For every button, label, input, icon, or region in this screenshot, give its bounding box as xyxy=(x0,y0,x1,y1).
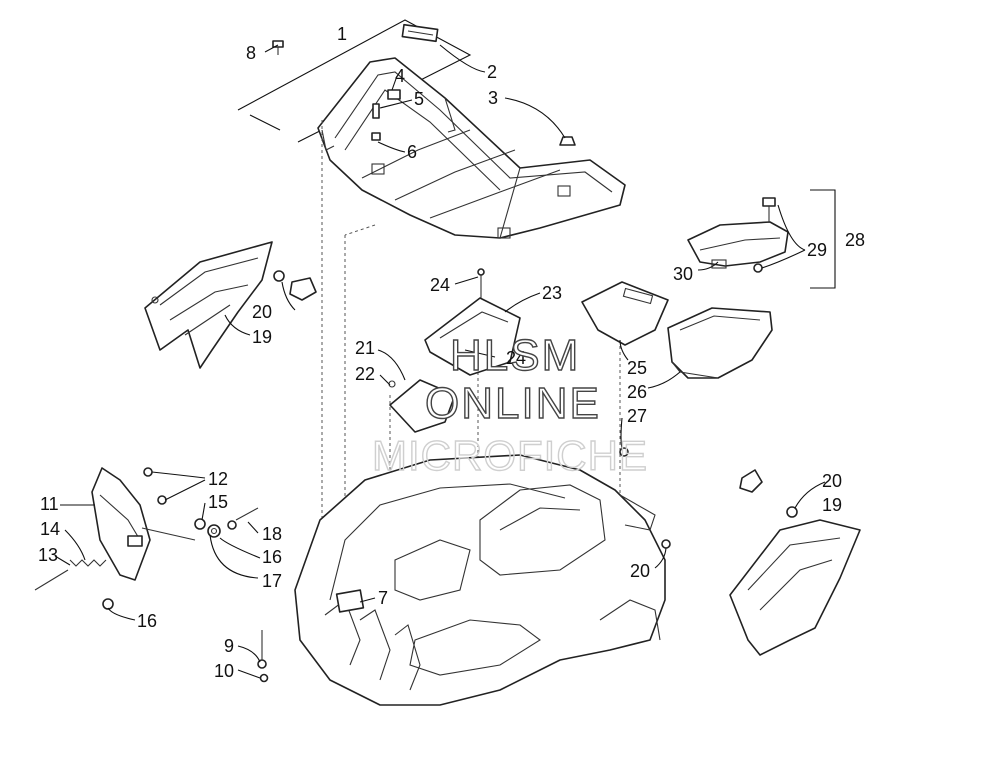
front-fender-body xyxy=(257,447,666,706)
callout-24-mid: 24 xyxy=(506,348,526,368)
callout-19-left: 19 xyxy=(252,327,272,347)
callout-23: 23 xyxy=(542,283,562,303)
callout-9: 9 xyxy=(224,636,234,656)
callout-16-left: 16 xyxy=(137,611,157,631)
callout-20-right: 20 xyxy=(822,471,842,491)
callout-4: 4 xyxy=(395,66,405,86)
front-rack xyxy=(317,57,626,239)
right-side-panel xyxy=(661,469,861,656)
callout-26: 26 xyxy=(627,382,647,402)
headlight-assembly xyxy=(34,467,259,610)
callout-15: 15 xyxy=(208,492,228,512)
callout-13: 13 xyxy=(38,545,58,565)
callout-28: 28 xyxy=(845,230,865,250)
center-panels xyxy=(388,268,521,433)
left-side-panel xyxy=(144,241,317,369)
callout-5: 5 xyxy=(414,89,424,109)
watermark-line-2: ONLINE xyxy=(425,379,601,428)
callout-25: 25 xyxy=(627,358,647,378)
callout-19-right: 19 xyxy=(822,495,842,515)
callout-leaders xyxy=(54,44,826,679)
callout-18: 18 xyxy=(262,524,282,544)
callout-3: 3 xyxy=(488,88,498,108)
callout-22: 22 xyxy=(355,364,375,384)
callout-labels: 1 2 3 4 5 6 7 8 9 10 11 12 13 14 15 16 1… xyxy=(38,24,865,681)
callout-17: 17 xyxy=(262,571,282,591)
callout-10: 10 xyxy=(214,661,234,681)
rack-hardware xyxy=(272,23,576,146)
callout-7: 7 xyxy=(378,588,388,608)
watermark-line-1: HLSM xyxy=(450,331,580,380)
storage-box xyxy=(581,281,773,379)
callout-6: 6 xyxy=(407,142,417,162)
callout-21: 21 xyxy=(355,338,375,358)
callout-30: 30 xyxy=(673,264,693,284)
callout-20-left: 20 xyxy=(252,302,272,322)
rear-cover xyxy=(687,189,836,289)
callout-2: 2 xyxy=(487,62,497,82)
callout-29: 29 xyxy=(807,240,827,260)
callout-27: 27 xyxy=(627,406,647,426)
watermark: HLSM ONLINE MICROFICHE xyxy=(371,330,648,479)
callout-24-top: 24 xyxy=(430,275,450,295)
callout-1: 1 xyxy=(337,24,347,44)
watermark-line-3: MICROFICHE xyxy=(372,432,648,479)
callout-20-fender: 20 xyxy=(630,561,650,581)
callout-14: 14 xyxy=(40,519,60,539)
callout-8: 8 xyxy=(246,43,256,63)
callout-16-right: 16 xyxy=(262,547,282,567)
callout-12: 12 xyxy=(208,469,228,489)
callout-11: 11 xyxy=(40,494,59,514)
